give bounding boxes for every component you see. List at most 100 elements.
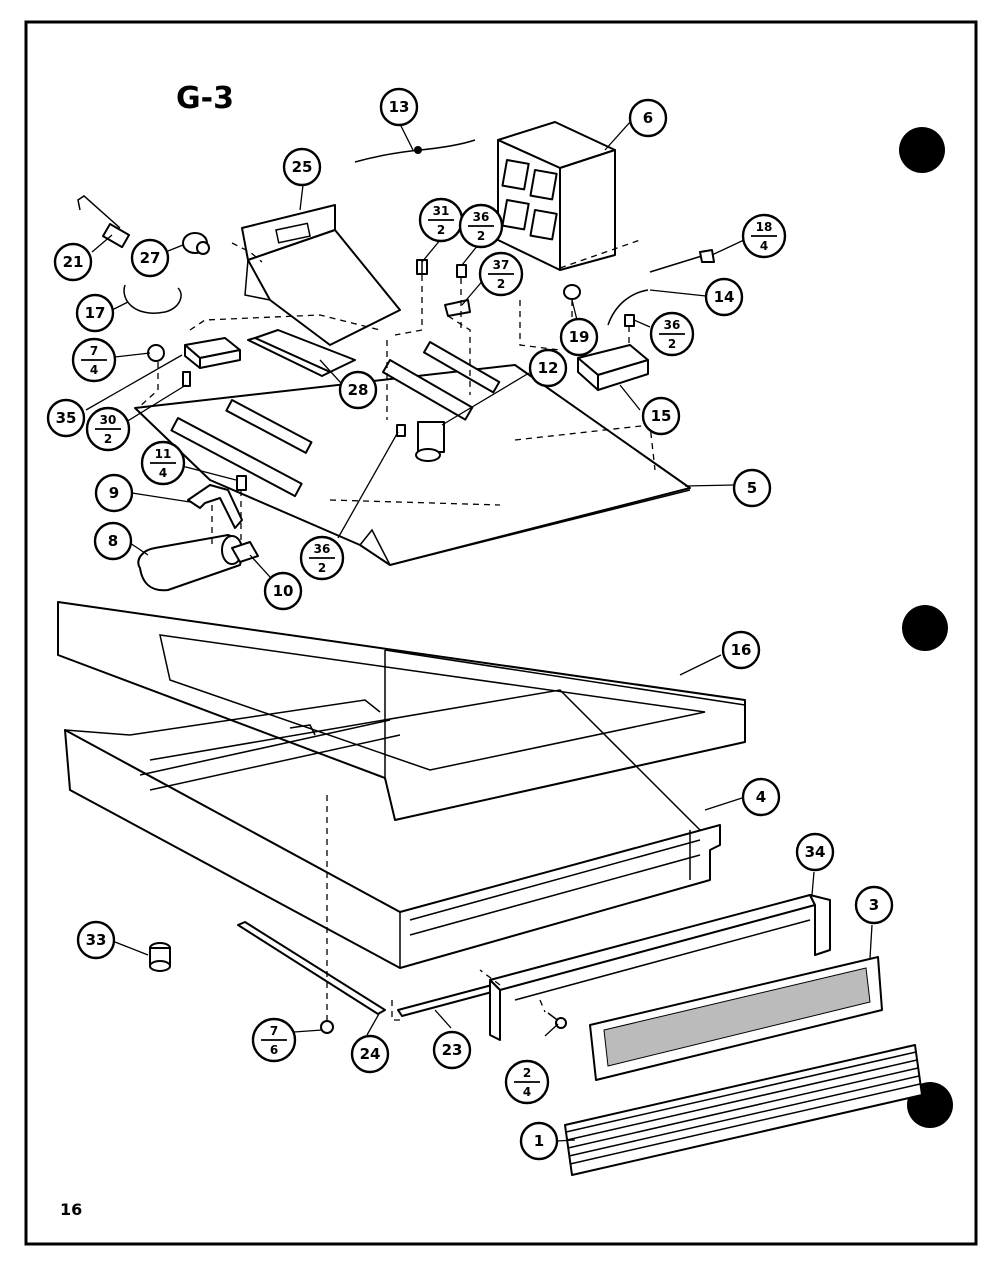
- callout-circle: [75, 293, 115, 333]
- punch-hole-top: [899, 127, 945, 173]
- part-sensor-tube: [77, 195, 131, 249]
- callout-circle: [53, 242, 93, 282]
- callout-circle: [46, 398, 86, 438]
- callout-24: 24: [350, 1034, 390, 1074]
- callout-part-number: 30: [100, 413, 117, 427]
- callout-15: 15: [641, 396, 681, 436]
- callout-35: 35: [46, 398, 86, 438]
- part-knob: [182, 232, 210, 255]
- screw-31: [416, 259, 428, 275]
- callout-part-number: 5: [747, 479, 757, 497]
- callout-circle: [350, 1034, 390, 1074]
- callout-circle: [854, 885, 894, 925]
- callout-circle: [528, 348, 568, 388]
- callout-part-number: 31: [433, 204, 450, 218]
- callout-quantity: 4: [90, 363, 98, 377]
- callout-12: 12: [528, 348, 568, 388]
- callout-part-number: 14: [714, 288, 735, 306]
- wire-connector: [414, 146, 422, 154]
- callout-4: 4: [741, 777, 781, 817]
- callout-7b: 76: [251, 1017, 297, 1063]
- callout-33: 33: [76, 920, 116, 960]
- callout-part-number: 6: [643, 109, 653, 127]
- screw-36b: [624, 314, 635, 327]
- callout-quantity: 2: [668, 337, 676, 351]
- part-trim-strip: [397, 984, 493, 1017]
- callout-28: 28: [338, 370, 378, 410]
- callout-part-number: 15: [651, 407, 672, 425]
- callout-5: 5: [732, 468, 772, 508]
- callout-part-number: 33: [86, 931, 107, 949]
- callout-part-number: 7: [90, 344, 98, 358]
- callout-part-number: 35: [56, 409, 77, 427]
- part-plug: [149, 942, 171, 972]
- callout-part-number: 17: [85, 304, 106, 322]
- callout-part-number: 18: [756, 220, 773, 234]
- callout-part-number: 36: [664, 318, 681, 332]
- callout-25: 25: [282, 147, 322, 187]
- callout-quantity: 2: [477, 229, 485, 243]
- callout-part-number: 28: [348, 381, 369, 399]
- part-relay-right: [577, 344, 649, 391]
- callout-part-number: 10: [273, 582, 294, 600]
- part-washer: [563, 284, 581, 300]
- callout-circle: [704, 277, 744, 317]
- screw-11: [236, 475, 247, 491]
- callout-quantity: 2: [104, 432, 112, 446]
- callout-23: 23: [432, 1030, 472, 1070]
- part-capacitor-clamp: [187, 484, 243, 529]
- callout-circle: [130, 238, 170, 278]
- callout-8: 8: [93, 521, 133, 561]
- callout-part-number: 36: [473, 210, 490, 224]
- callout-circle: [282, 147, 322, 187]
- punch-hole-middle: [902, 605, 948, 651]
- part-angle-strip: [237, 921, 386, 1015]
- screw-36a: [456, 264, 467, 278]
- callout-17: 17: [75, 293, 115, 333]
- callout-quantity: 4: [760, 239, 768, 253]
- callout-1: 1: [519, 1121, 559, 1161]
- callout-9: 9: [94, 473, 134, 513]
- callout-part-number: 9: [109, 484, 119, 502]
- callout-circle: [628, 98, 668, 138]
- callout-part-number: 8: [108, 532, 118, 550]
- callout-part-number: 2: [523, 1066, 531, 1080]
- callout-quantity: 6: [270, 1043, 278, 1057]
- callout-part-number: 11: [155, 447, 172, 461]
- callout-circle: [795, 832, 835, 872]
- screw-7b: [320, 1020, 334, 1034]
- callout-6: 6: [628, 98, 668, 138]
- callout-part-number: 21: [63, 253, 84, 271]
- part-control-bracket: [241, 204, 401, 346]
- callout-circle: [519, 1121, 559, 1161]
- part-louver-grille: [564, 1044, 923, 1176]
- callout-circle: [94, 473, 134, 513]
- part-filter: [589, 956, 883, 1081]
- part-outer-cover: [57, 601, 746, 821]
- callout-part-number: 23: [442, 1041, 463, 1059]
- callout-circle: [379, 87, 419, 127]
- callout-part-number: 3: [869, 896, 879, 914]
- callout-part-number: 19: [569, 328, 590, 346]
- callout-part-number: 27: [140, 249, 161, 267]
- callout-circle: [741, 777, 781, 817]
- callout-circle: [721, 630, 761, 670]
- callout-quantity: 2: [437, 223, 445, 237]
- part-bracket-strip: [247, 329, 356, 377]
- part-thermostat: [415, 421, 445, 462]
- part-harness-strap: [123, 284, 182, 314]
- part-sensor-wire: [607, 289, 649, 326]
- callout-10: 10: [263, 571, 303, 611]
- callout-part-number: 1: [534, 1132, 544, 1150]
- page-number: 16: [60, 1200, 82, 1219]
- callout-7a: 74: [71, 337, 117, 383]
- part-capacitor: [137, 534, 243, 592]
- callout-13: 13: [379, 87, 419, 127]
- callout-part-number: 7: [270, 1024, 278, 1038]
- callout-30: 302: [85, 406, 131, 452]
- assembly-lines: [137, 239, 656, 1021]
- callout-2: 24: [504, 1059, 550, 1105]
- figure-code: G-3: [176, 81, 234, 116]
